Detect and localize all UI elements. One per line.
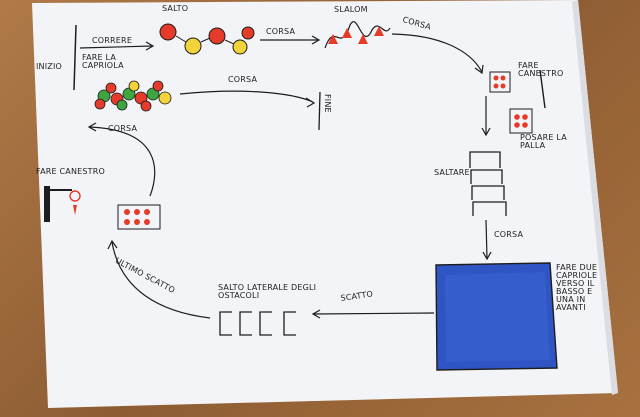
- hurdles-lateral: [219, 311, 296, 336]
- label-slalom: SLALOM: [334, 5, 368, 14]
- arrow-head-icon: [311, 309, 321, 319]
- arrow-head-icon: [107, 239, 118, 250]
- label-fare-canestro-left: FARE CANESTRO: [36, 167, 106, 176]
- label-fare-canestro-right: FARE CANESTRO: [518, 61, 564, 78]
- arrow-correre: [79, 45, 153, 49]
- basket-left: [117, 204, 161, 230]
- label-corsa-mid: CORSA: [228, 75, 258, 84]
- label-salto: SALTO: [162, 4, 189, 13]
- label-fine: FINE: [323, 94, 332, 113]
- label-fare-due-capriole: FARE DUE CAPRIOLE VERSO IL BASSO E UNA I…: [556, 263, 598, 312]
- label-corsa-left: CORSA: [108, 124, 138, 133]
- label-corsa-lower: CORSA: [494, 230, 524, 239]
- slalom-cones: [324, 21, 391, 49]
- label-correre: CORRERE: [92, 36, 133, 45]
- arrow-corsa-left: [89, 126, 156, 197]
- arrow-head-icon: [474, 64, 484, 75]
- hurdles-right: [469, 151, 507, 216]
- ball-cluster: [94, 80, 172, 112]
- basket-right: [489, 69, 546, 109]
- ball-box: [509, 108, 533, 134]
- label-posare-la-palla: POSARE LA PALLA: [520, 133, 567, 150]
- arrow-head-icon: [145, 41, 155, 51]
- paper-edge-shadow: [572, 0, 618, 395]
- arrow-head-icon: [482, 251, 492, 261]
- blue-mat-shading: [445, 272, 550, 362]
- arrow-head-icon: [305, 97, 316, 108]
- hoop-stand-left: [44, 186, 81, 222]
- arrow-head-icon: [87, 122, 97, 132]
- arrow-ultimo-scatto: [111, 241, 211, 319]
- arrow-corsa-mid: [179, 90, 314, 103]
- label-salto-laterale: SALTO LATERALE DEGLI OSTACOLI: [218, 283, 317, 300]
- arrow-corsa-right: [391, 33, 483, 73]
- label-saltare: SALTARE: [434, 168, 470, 177]
- arrow-corsa-lower: [485, 219, 488, 259]
- label-inizio: INIZIO: [36, 62, 63, 71]
- arrow-scatto: [313, 312, 435, 315]
- label-corsa-top: CORSA: [266, 27, 296, 36]
- finish-line: [318, 91, 321, 131]
- arrow-head-icon: [311, 35, 321, 45]
- arrow-head-icon: [481, 127, 491, 137]
- salto-hoops: [159, 23, 255, 55]
- start-line: [73, 24, 77, 91]
- label-fare-la-capriola: FARE LA CAPRIOLA: [82, 53, 124, 70]
